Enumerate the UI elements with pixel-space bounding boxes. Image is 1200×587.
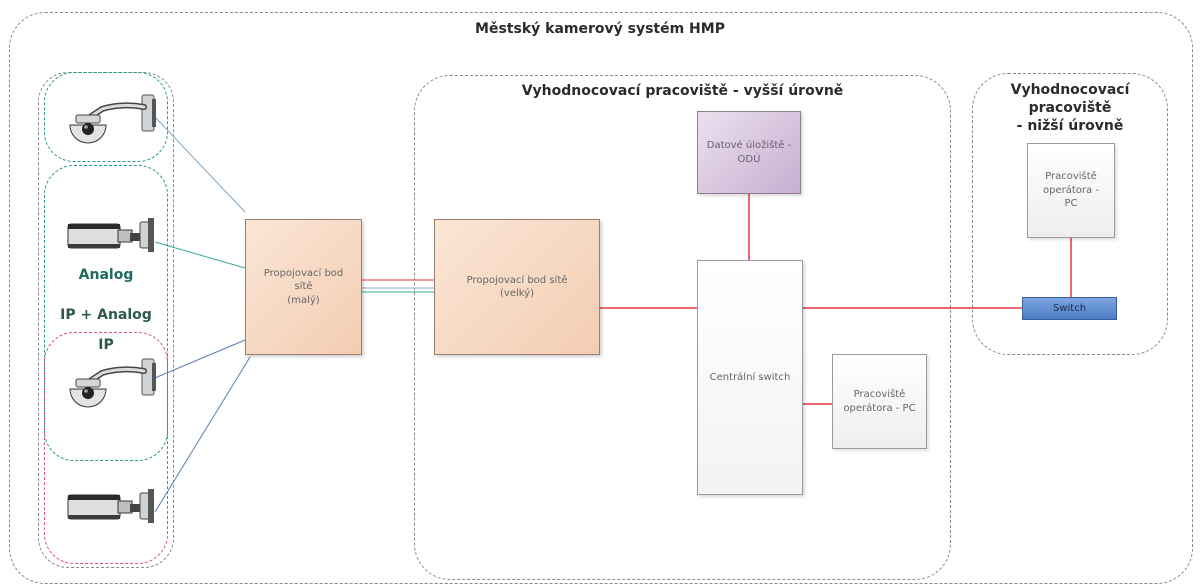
dome-camera-icon (69, 358, 156, 408)
camera-link-4 (154, 356, 251, 513)
ip-camera-group-upper (44, 72, 168, 162)
bullet-camera-icon (67, 489, 154, 523)
data-storage-odu: Datové úložiště - ODÚ (697, 111, 801, 194)
analog-label: Analog (78, 267, 134, 283)
camera-link-1 (154, 116, 246, 213)
system-boundary (9, 12, 1193, 584)
network-node-small: Propojovací bod sítě (malý) (245, 219, 362, 355)
upper-level-workplace-label: Vyhodnocovací pracoviště - vyšší úrovně (521, 83, 844, 99)
upper-level-workplace-region (414, 75, 951, 580)
camera-link-2 (154, 241, 246, 269)
switch-lower-level: Switch (1022, 297, 1117, 320)
camera-link-3 (149, 339, 246, 381)
operator-pc-upper: Pracoviště operátora - PC (832, 354, 927, 449)
lower-level-workplace-region (972, 73, 1168, 355)
operator-pc-lower: Pracoviště operátora - PC (1027, 143, 1115, 238)
ip-camera-group (44, 332, 168, 564)
bullet-camera-icon (67, 218, 154, 252)
ip-label: IP (98, 337, 114, 353)
central-switch: Centrální switch (697, 260, 803, 495)
diagram-title: Městský kamerový systém HMP (475, 21, 725, 37)
dome-camera-icon (69, 94, 156, 144)
ip-analog-label: IP + Analog (60, 307, 152, 323)
analog-camera-group (44, 165, 168, 461)
lower-level-workplace-label: Vyhodnocovací pracoviště - nižší úrovně (1010, 82, 1130, 135)
network-node-large: Propojovací bod sítě (velký) (434, 219, 600, 355)
